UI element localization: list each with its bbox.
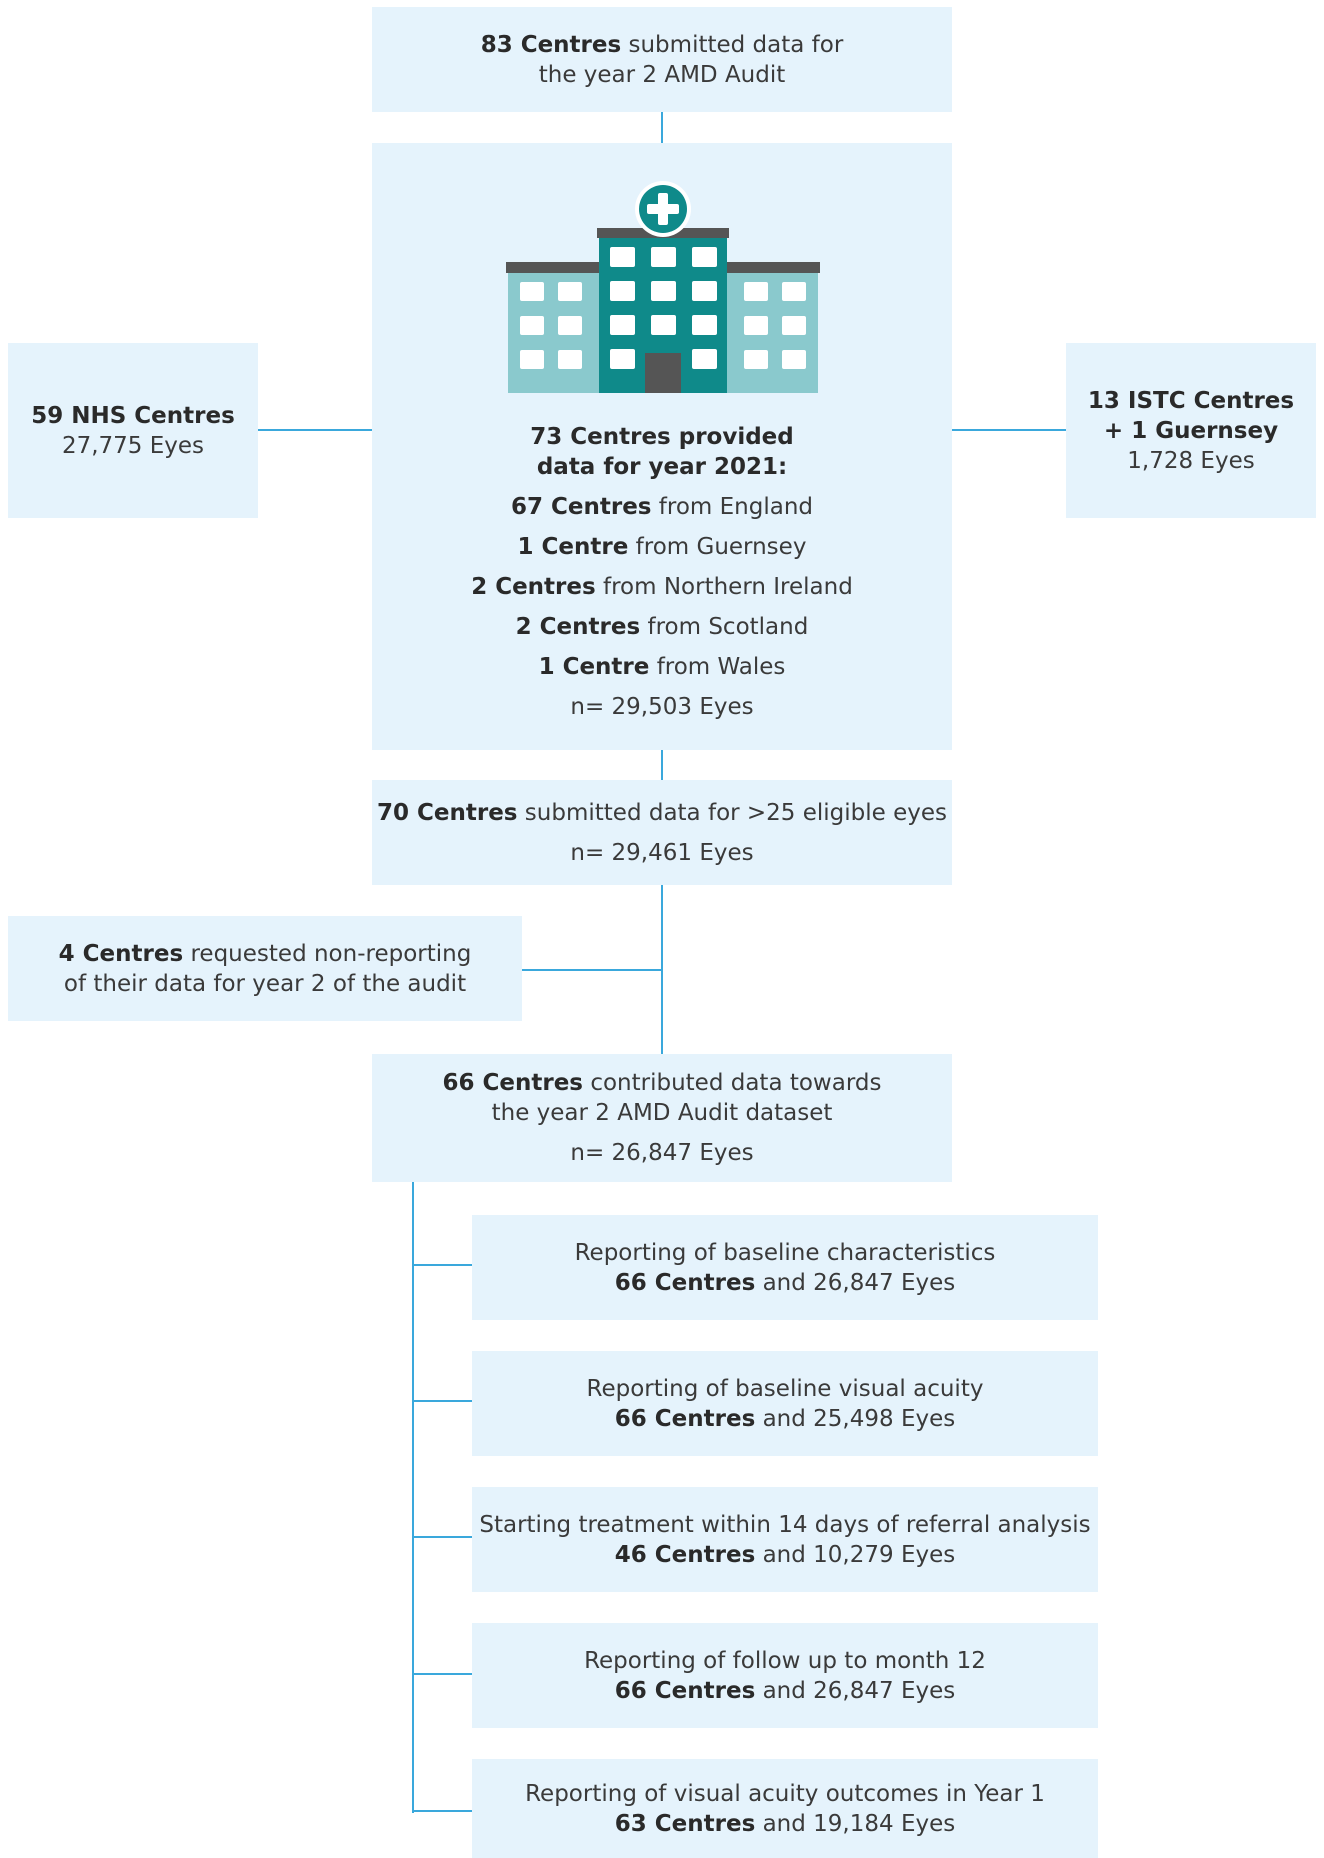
report-count: 66 Centres: [614, 1405, 756, 1432]
report-count: 63 Centres: [614, 1810, 756, 1837]
connector-right: [952, 429, 1066, 431]
country-row-guernsey: 1 Centre from Guernsey: [518, 532, 807, 562]
country-text: from Scotland: [647, 614, 809, 640]
connector-left: [258, 429, 372, 431]
country-count: 2 Centres: [471, 574, 596, 600]
connector-trunk: [412, 1182, 414, 1813]
contributed-line-1: 66 Centres contributed data towards: [443, 1068, 882, 1098]
report-detail-line: 46 Centres and 10,279 Eyes: [615, 1540, 955, 1570]
report-title: Reporting of baseline visual acuity: [586, 1375, 984, 1402]
nhs-box: 59 NHS Centres 27,775 Eyes: [8, 343, 258, 518]
report-detail: and 25,498 Eyes: [762, 1405, 956, 1432]
contributed-line-2: the year 2 AMD Audit dataset: [491, 1100, 833, 1126]
nonreporting-line-2: of their data for year 2 of the audit: [63, 970, 467, 997]
istc-eyes: 1,728 Eyes: [1127, 447, 1255, 474]
provided-title-2: data for year 2021:: [536, 454, 788, 480]
report-title: Reporting of baseline characteristics: [574, 1239, 996, 1266]
country-row-wales: 1 Centre from Wales: [539, 652, 786, 682]
country-row-england: 67 Centres from England: [511, 492, 813, 522]
report-box-follow-up: Reporting of follow up to month 12 66 Ce…: [472, 1623, 1098, 1728]
report-detail-line: 66 Centres and 26,847 Eyes: [615, 1676, 955, 1706]
report-title: Starting treatment within 14 days of ref…: [479, 1511, 1091, 1538]
hospital-icon: [506, 181, 820, 393]
connector-branch-2: [412, 1400, 472, 1402]
submitted-text: submitted data for: [628, 31, 844, 58]
report-title: Reporting of visual acuity outcomes in Y…: [525, 1780, 1045, 1807]
submitted-count: 83 Centres: [480, 31, 622, 58]
connector-center-to-eligible: [661, 750, 663, 780]
istc-title-1: 13 ISTC Centres: [1087, 387, 1295, 414]
connector-branch-1: [412, 1264, 472, 1266]
eligible-line-1: 70 Centres submitted data for >25 eligib…: [377, 798, 947, 828]
report-detail: and 26,847 Eyes: [762, 1677, 956, 1704]
report-detail-line: 63 Centres and 19,184 Eyes: [615, 1809, 955, 1839]
provided-box: 73 Centres provided data for year 2021: …: [372, 143, 952, 750]
contributed-total: n= 26,847 Eyes: [570, 1140, 754, 1166]
country-count: 67 Centres: [510, 494, 652, 520]
provided-title-1: 73 Centres provided: [530, 424, 794, 450]
report-detail-line: 66 Centres and 26,847 Eyes: [615, 1268, 955, 1298]
eligible-box: 70 Centres submitted data for >25 eligib…: [372, 780, 952, 885]
country-count: 1 Centre: [517, 534, 629, 560]
report-box-starting-treatment: Starting treatment within 14 days of ref…: [472, 1487, 1098, 1592]
country-row-northern-ireland: 2 Centres from Northern Ireland: [471, 572, 853, 602]
nhs-title: 59 NHS Centres: [31, 402, 235, 429]
country-row-scotland: 2 Centres from Scotland: [516, 612, 809, 642]
nonreporting-count: 4 Centres: [58, 940, 184, 967]
eligible-text: submitted data for >25 eligible eyes: [524, 799, 948, 826]
istc-title-2: + 1 Guernsey: [1103, 417, 1279, 444]
country-text: from Wales: [656, 654, 786, 680]
nhs-eyes: 27,775 Eyes: [61, 432, 205, 459]
connector-branch-5: [412, 1810, 472, 1812]
report-box-baseline-characteristics: Reporting of baseline characteristics 66…: [472, 1215, 1098, 1320]
connector-nonreport: [522, 969, 662, 971]
submitted-box: 83 Centres submitted data for the year 2…: [372, 7, 952, 112]
report-title: Reporting of follow up to month 12: [584, 1647, 986, 1674]
nonreporting-line-1: 4 Centres requested non-reporting: [59, 939, 472, 969]
country-text: from England: [658, 494, 814, 520]
eligible-total: n= 29,461 Eyes: [570, 839, 754, 866]
report-count: 66 Centres: [614, 1269, 756, 1296]
country-text: from Guernsey: [635, 534, 807, 560]
contributed-box: 66 Centres contributed data towards the …: [372, 1054, 952, 1182]
submitted-line-1: 83 Centres submitted data for: [481, 30, 844, 60]
report-count: 66 Centres: [614, 1677, 756, 1704]
contributed-count: 66 Centres: [442, 1070, 584, 1096]
provided-total: n= 29,503 Eyes: [570, 694, 754, 720]
report-detail-line: 66 Centres and 25,498 Eyes: [615, 1404, 955, 1434]
report-count: 46 Centres: [614, 1541, 756, 1568]
eligible-count: 70 Centres: [376, 799, 518, 826]
report-box-visual-acuity-outcomes: Reporting of visual acuity outcomes in Y…: [472, 1759, 1098, 1858]
contributed-text: contributed data towards: [590, 1070, 882, 1096]
report-detail: and 26,847 Eyes: [762, 1269, 956, 1296]
connector-top-to-center: [661, 112, 663, 143]
country-text: from Northern Ireland: [603, 574, 853, 600]
nonreporting-box: 4 Centres requested non-reporting of the…: [8, 916, 522, 1021]
connector-eligible-to-contributed: [661, 885, 663, 1054]
report-detail: and 10,279 Eyes: [762, 1541, 956, 1568]
submitted-line-2: the year 2 AMD Audit: [538, 61, 786, 88]
report-box-baseline-visual-acuity: Reporting of baseline visual acuity 66 C…: [472, 1351, 1098, 1456]
nonreporting-text: requested non-reporting: [190, 940, 472, 967]
report-detail: and 19,184 Eyes: [762, 1810, 956, 1837]
connector-branch-4: [412, 1673, 472, 1675]
country-count: 2 Centres: [515, 614, 641, 640]
connector-branch-3: [412, 1536, 472, 1538]
istc-box: 13 ISTC Centres + 1 Guernsey 1,728 Eyes: [1066, 343, 1316, 518]
country-count: 1 Centre: [538, 654, 650, 680]
